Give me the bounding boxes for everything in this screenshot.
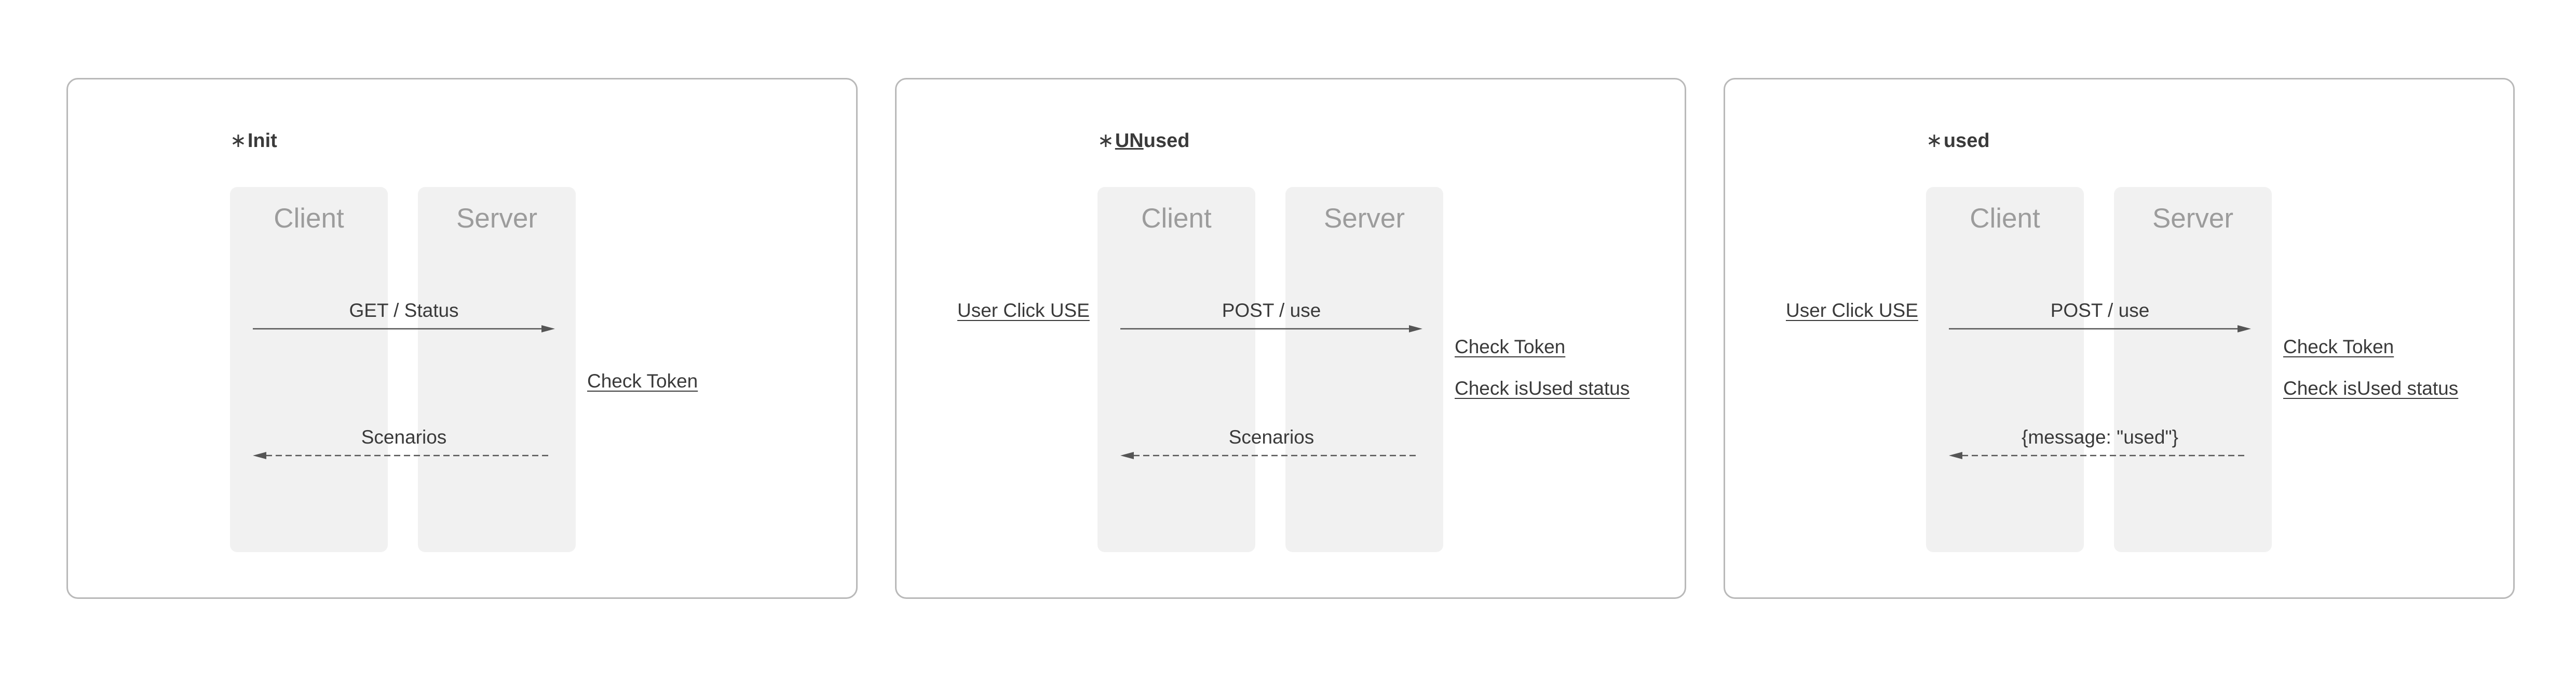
trigger-note: User Click USE (1786, 300, 1918, 321)
server-label: Server (2152, 203, 2234, 234)
asterisk-icon: ∗ (1097, 130, 1114, 152)
request-arrowhead (541, 325, 555, 332)
response-arrowhead (1949, 452, 1962, 459)
response-label: {message: "used"} (2022, 426, 2178, 448)
panel-title: ∗Init (230, 129, 277, 152)
asterisk-icon: ∗ (1926, 130, 1943, 152)
panel-init: ∗Init Client Server GET / Status Scenari… (66, 78, 858, 599)
panel-title: ∗used (1926, 129, 1990, 152)
server-note-token: Check Token (2283, 336, 2394, 357)
server-lifeline: Server (418, 187, 576, 552)
server-lifeline: Server (1285, 187, 1443, 552)
client-lifeline: Client (1926, 187, 2084, 552)
title-text: Init (247, 130, 277, 152)
trigger-note: User Click USE (957, 300, 1090, 321)
client-lifeline: Client (230, 187, 388, 552)
server-label: Server (1323, 203, 1405, 234)
message-arrows (253, 325, 555, 459)
asterisk-icon: ∗ (230, 130, 247, 152)
title-text: used (1943, 130, 1990, 152)
request-label: POST / use (2050, 300, 2150, 321)
title-underlined-part: UN (1115, 130, 1144, 152)
request-arrowhead (2238, 325, 2251, 332)
response-label: Scenarios (361, 426, 447, 448)
request-arrowhead (1409, 325, 1422, 332)
panel-unused: ∗UNused Client Server User Click USE POS… (895, 78, 1686, 599)
server-label: Server (456, 203, 538, 234)
message-arrows (1120, 325, 1422, 459)
title-text: used (1143, 130, 1190, 152)
message-arrows (1949, 325, 2251, 459)
response-arrowhead (253, 452, 266, 459)
client-lifeline: Client (1097, 187, 1255, 552)
panel-title: ∗UNused (1097, 129, 1189, 152)
panel-used: ∗used Client Server User Click USE POST … (1724, 78, 2515, 599)
request-label: POST / use (1222, 300, 1321, 321)
server-lifeline: Server (2114, 187, 2272, 552)
server-note: Check Token (587, 370, 698, 392)
request-label: GET / Status (349, 300, 459, 321)
client-label: Client (1970, 203, 2040, 234)
client-label: Client (274, 203, 344, 234)
response-arrowhead (1120, 452, 1134, 459)
server-note-isused: Check isUsed status (1455, 378, 1630, 399)
client-label: Client (1141, 203, 1212, 234)
server-note-isused: Check isUsed status (2283, 378, 2459, 399)
response-label: Scenarios (1228, 426, 1314, 448)
server-note-token: Check Token (1455, 336, 1566, 357)
